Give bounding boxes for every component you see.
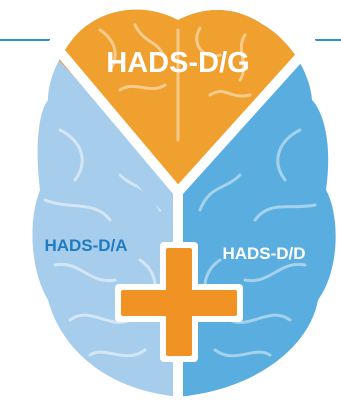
label-top: HADS-D/G <box>106 47 249 79</box>
top-region <box>40 9 320 188</box>
right-region-veins <box>198 128 317 358</box>
top-region-veins <box>98 23 252 142</box>
label-right: HADS-D/D <box>222 244 305 263</box>
label-left: HADS-D/A <box>44 236 127 255</box>
plus-icon <box>115 242 243 362</box>
